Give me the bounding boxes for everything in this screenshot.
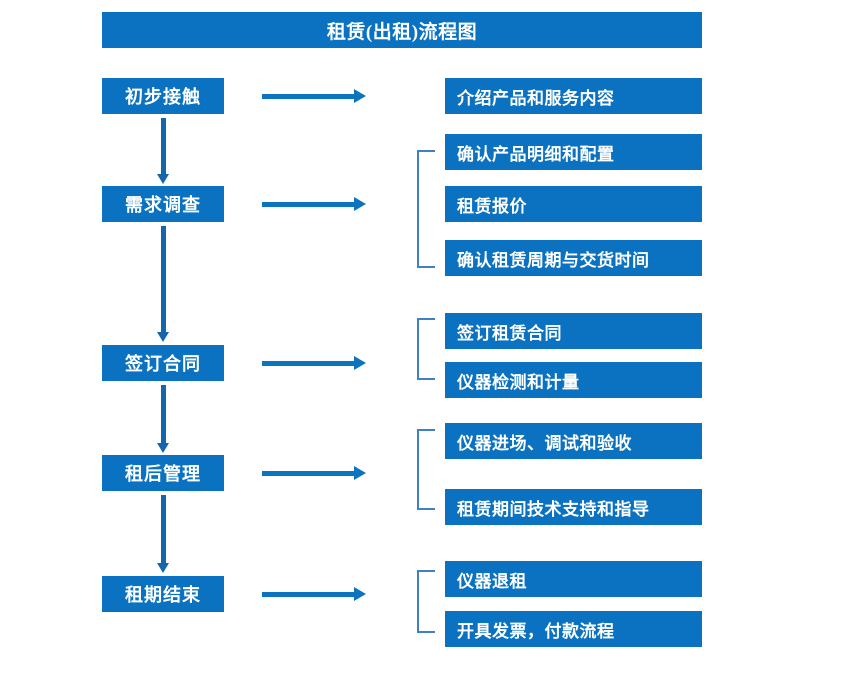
right-arrow-lease-end-details	[262, 587, 366, 601]
down-arrow-contract-to-mgmt	[157, 385, 169, 453]
bracket-contract-group	[417, 318, 435, 380]
bracket-lease-end-group	[417, 570, 435, 633]
right-arrow-survey-details	[262, 197, 366, 211]
detail-box-confirm-period[interactable]: 确认租赁周期与交货时间	[445, 240, 702, 276]
detail-box-instrument-onsite[interactable]: 仪器进场、调试和验收	[445, 423, 702, 459]
stage-box-post-rental-mgmt[interactable]: 租后管理	[102, 455, 224, 491]
down-arrow-contact-to-survey	[157, 118, 169, 184]
bracket-survey-group	[417, 150, 435, 268]
right-arrow-contract-details	[262, 356, 366, 370]
bracket-mgmt-group	[417, 429, 435, 510]
right-arrow-contact-details	[262, 89, 366, 103]
detail-box-sign-rental-contract[interactable]: 签订租赁合同	[445, 313, 702, 349]
diagram-title: 租赁(出租)流程图	[102, 12, 702, 48]
detail-box-rental-quote[interactable]: 租赁报价	[445, 186, 702, 222]
down-arrow-mgmt-to-lease-end	[157, 495, 169, 573]
detail-box-tech-support[interactable]: 租赁期间技术支持和指导	[445, 489, 702, 525]
stage-box-lease-end[interactable]: 租期结束	[102, 576, 224, 612]
stage-box-needs-survey[interactable]: 需求调查	[102, 186, 224, 222]
stage-box-sign-contract[interactable]: 签订合同	[102, 345, 224, 381]
detail-box-invoice-payment[interactable]: 开具发票，付款流程	[445, 611, 702, 647]
detail-box-confirm-spec[interactable]: 确认产品明细和配置	[445, 134, 702, 170]
detail-box-instrument-return[interactable]: 仪器退租	[445, 561, 702, 597]
down-arrow-survey-to-contract	[157, 226, 169, 342]
detail-box-instrument-testing[interactable]: 仪器检测和计量	[445, 362, 702, 398]
detail-box-introduce-products[interactable]: 介绍产品和服务内容	[445, 78, 702, 114]
stage-box-initial-contact[interactable]: 初步接触	[102, 78, 224, 114]
right-arrow-mgmt-details	[262, 466, 366, 480]
